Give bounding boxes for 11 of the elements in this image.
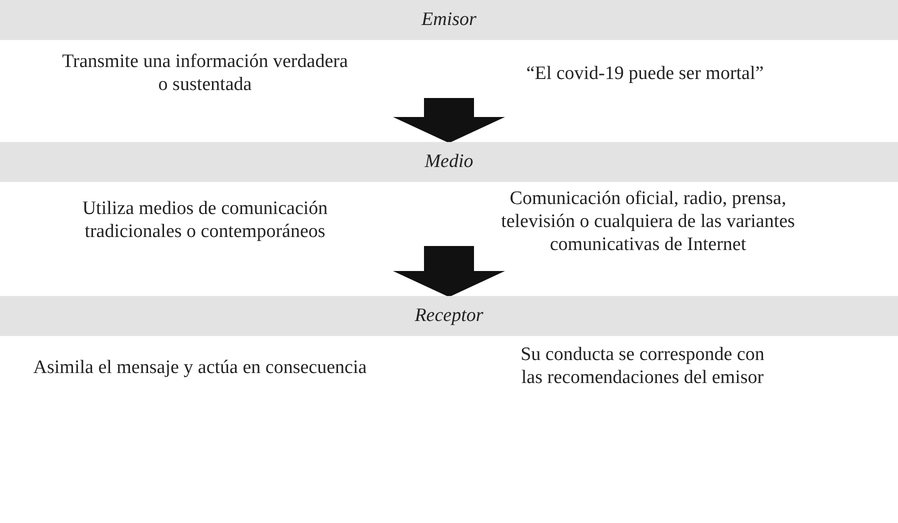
block-arrow [393,98,505,143]
description-text: Transmite una información verdadera o sustentada [61,50,349,96]
heading-band: Emisor [0,0,898,40]
heading-band: Receptor [0,296,898,336]
description-text: “El covid-19 puede ser mortal” [525,62,765,85]
heading-band: Medio [0,142,898,182]
description-text: Asimila el mensaje y actúa en consecuencia [32,356,368,379]
block-arrow [393,246,505,297]
description-text: Comunicación oficial, radio, prensa, televisión o cualquiera de las variantes comunicativas de Internet [500,187,796,256]
description-text: Su conducta se corresponde con las recomendaciones del emisor [520,343,766,389]
description-text: Utiliza medios de comunicación tradicionales o contemporáneos [81,197,329,243]
